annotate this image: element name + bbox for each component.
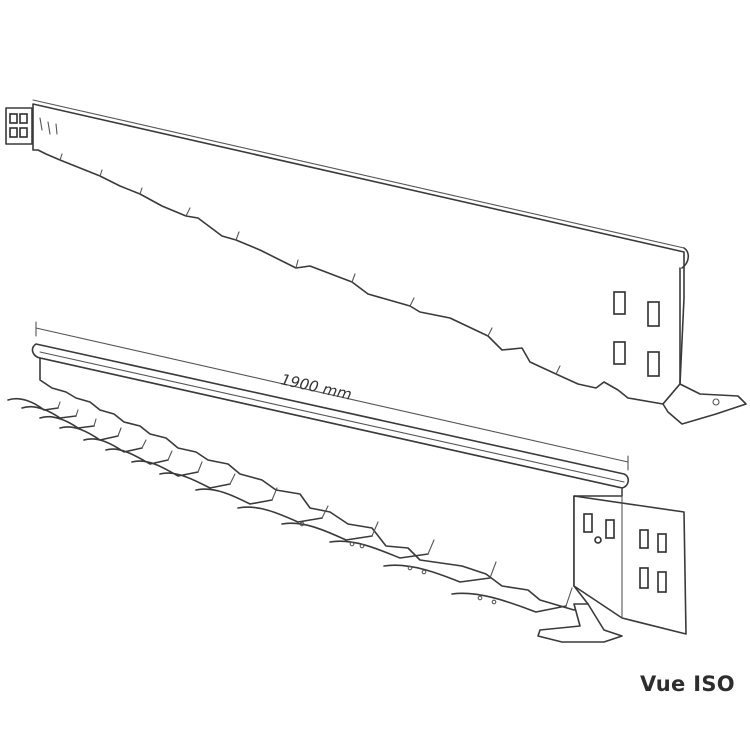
upper-rail-connector-hole bbox=[19, 113, 28, 124]
view-label: Vue ISO bbox=[640, 672, 735, 696]
lower-rail-slot bbox=[657, 571, 667, 593]
upper-rail-slot bbox=[613, 341, 626, 365]
upper-rail bbox=[5, 99, 747, 425]
lower-rail-foot bbox=[537, 603, 623, 643]
lower-rail-slot bbox=[583, 513, 593, 533]
lower-rail-slot bbox=[639, 529, 649, 549]
upper-rail-connector-hole bbox=[9, 127, 18, 138]
upper-rail-foot-hole bbox=[712, 398, 720, 406]
upper-rail-end-curl bbox=[681, 247, 690, 269]
upper-rail-notches bbox=[59, 153, 561, 375]
lower-rail-hole bbox=[594, 536, 602, 544]
lower-rail bbox=[7, 343, 687, 643]
upper-rail-connector-hole bbox=[19, 127, 28, 138]
lower-rail-tube-line bbox=[39, 351, 625, 483]
upper-rail-top-lip bbox=[32, 99, 685, 249]
lower-rail-hook-holes bbox=[299, 521, 497, 605]
upper-rail-small-marks bbox=[39, 117, 58, 135]
upper-rail-web bbox=[32, 103, 685, 405]
lower-rail-hook-tabs bbox=[57, 401, 573, 607]
lower-rail-slot bbox=[657, 533, 667, 553]
upper-rail-foot bbox=[662, 383, 747, 425]
dimension-arrow-line bbox=[35, 327, 629, 463]
lower-rail-end-plate bbox=[573, 495, 687, 635]
lower-rail-slot bbox=[605, 519, 615, 539]
lower-rail-hooks bbox=[7, 397, 567, 613]
upper-rail-slot bbox=[647, 351, 660, 377]
upper-rail-slot bbox=[613, 291, 626, 315]
upper-rail-slot bbox=[647, 301, 660, 327]
dimension-label: 1900 mm bbox=[279, 370, 353, 403]
upper-rail-connector-hole bbox=[9, 113, 18, 124]
lower-rail-slot bbox=[639, 567, 649, 589]
